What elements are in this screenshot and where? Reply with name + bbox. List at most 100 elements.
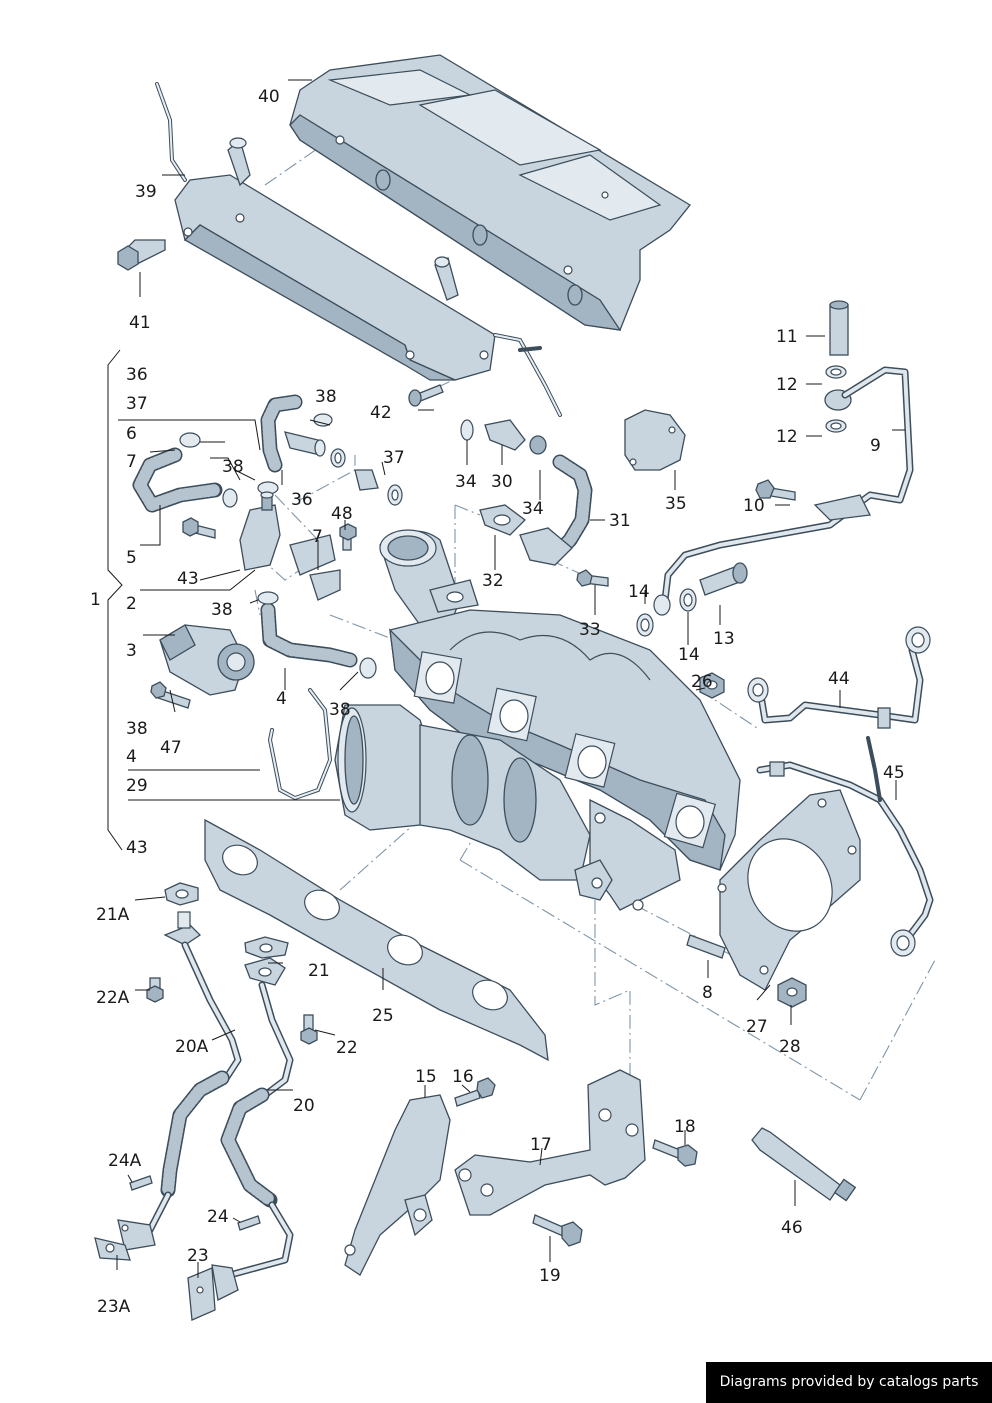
callout-36-right: 36 [291,490,313,510]
callout-44: 44 [828,669,850,689]
callout-11: 11 [776,327,798,347]
sealing-washers-12 [824,365,852,433]
heat-shield [289,54,691,331]
bolt-43 [182,517,216,539]
callout-25: 25 [372,1006,394,1026]
callout-28: 28 [779,1037,801,1057]
diverter-valve-3 [159,624,255,696]
callout-6: 6 [126,424,137,444]
callout-12-top: 12 [776,375,798,395]
callout-2: 2 [126,594,137,614]
callout-36: 36 [126,365,148,385]
callout-38-mid: 38 [222,457,244,477]
callout-5: 5 [126,548,137,568]
bolt-10 [755,479,796,501]
bolt-47 [150,681,191,709]
callout-19: 19 [539,1266,561,1286]
assembly-paste-tube-46 [751,1127,857,1202]
callout-37: 37 [126,394,148,414]
callout-7: 7 [126,452,137,472]
callout-38-left: 38 [126,719,148,739]
callout-47: 47 [160,738,182,758]
coolant-line-44 [747,626,931,729]
callout-13: 13 [713,629,735,649]
gasket-27 [717,789,861,991]
callout-15: 15 [415,1067,437,1087]
credit-text: Diagrams provided by catalogs parts [719,1374,979,1390]
turbocharger-1 [334,529,741,911]
callout-16: 16 [452,1067,474,1087]
callout-24a: 24A [108,1151,142,1171]
banjo-bolt-11 [829,300,849,356]
callout-3: 3 [126,641,137,661]
gasket-35 [624,409,686,471]
bolt-41 [117,239,166,271]
callout-33: 33 [579,620,601,640]
nut-26 [699,672,725,699]
callout-22: 22 [336,1038,358,1058]
sealing-washers-14 [636,588,697,637]
nut-28 [777,977,807,1008]
callout-20a: 20A [175,1037,209,1057]
bolt-33 [576,569,609,587]
stud-8 [686,934,726,959]
callout-45: 45 [883,763,905,783]
callout-10: 10 [743,496,765,516]
callout-38-lower: 38 [211,600,233,620]
callout-21a: 21A [96,905,130,925]
callout-43-left: 43 [126,838,148,858]
callout-43: 43 [177,569,199,589]
bolt-19 [532,1214,583,1247]
callout-9: 9 [870,436,881,456]
callout-1: 1 [90,590,101,610]
callout-7-right: 7 [312,527,323,547]
callout-12-bottom: 12 [776,427,798,447]
callout-8: 8 [702,983,713,1003]
callout-23a: 23A [97,1297,131,1317]
callout-4-left: 4 [126,747,137,767]
callout-46: 46 [781,1218,803,1238]
support-bracket-15 [344,1094,451,1276]
bolt-42 [408,384,444,407]
callout-4: 4 [276,689,287,709]
callout-14-top: 14 [628,582,650,602]
callout-32: 32 [482,571,504,591]
bolt-18 [652,1139,698,1167]
callout-18: 18 [674,1117,696,1137]
callout-34-left: 34 [455,472,477,492]
callout-14-bottom: 14 [678,645,700,665]
callout-17: 17 [530,1135,552,1155]
callout-29: 29 [126,776,148,796]
hose-4 [257,591,377,679]
callout-30: 30 [491,472,513,492]
diagram-credit-banner: Diagrams provided by catalogs parts [706,1362,992,1403]
callout-48: 48 [331,504,353,524]
fuel-rail-bracket [155,82,562,417]
callout-38-top: 38 [315,387,337,407]
oil-return-pipe-31 [460,419,593,566]
callout-labels: 40 39 41 36 37 6 7 5 1 2 3 38 4 29 43 38… [90,87,905,1317]
solenoid-valve-2 [239,491,341,601]
callout-26: 26 [691,672,713,692]
callout-35: 35 [665,494,687,514]
bolt-16 [454,1077,496,1107]
callout-40: 40 [258,87,280,107]
coolant-pipe-20A [94,882,242,1261]
callout-22a: 22A [96,988,130,1008]
callout-31: 31 [609,511,631,531]
coolant-hose-36 [260,394,403,506]
callout-21: 21 [308,961,330,981]
callout-24: 24 [207,1207,229,1227]
coolant-pipe-20 [187,936,318,1321]
bolt-48 [339,523,357,551]
callout-42: 42 [370,403,392,423]
callout-41: 41 [129,313,151,333]
callout-34-right: 34 [522,499,544,519]
callout-39: 39 [135,182,157,202]
leader-lines [107,79,905,1278]
hose-6-7 [132,432,279,513]
manifold-gasket-25 [204,818,549,1062]
oil-supply-line-9 [653,366,914,616]
callout-27: 27 [746,1017,768,1037]
